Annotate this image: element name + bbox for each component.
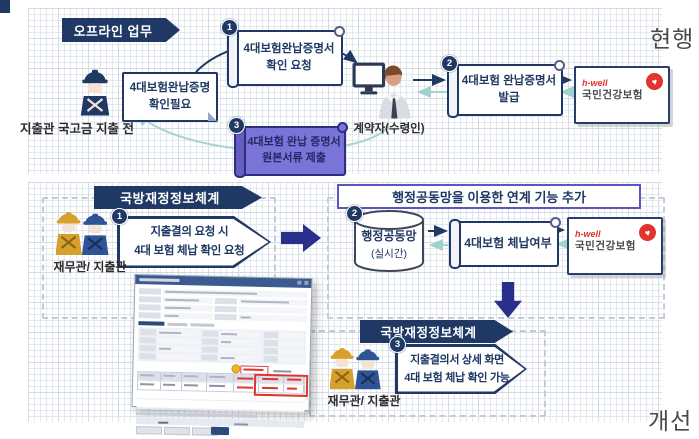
hwell-brand: h-well	[575, 229, 601, 239]
worker-icon-spender	[80, 68, 110, 118]
step3-line1: 4대보험 완납 증명서	[247, 136, 341, 149]
scroll-knob	[554, 60, 565, 71]
note-line2: 확인필요	[148, 99, 192, 111]
mid-step1-pentagon: 지출결의 요청 시 4대 보험 체납 확인 요청	[117, 216, 271, 268]
mid-step1-line2: 4대 보험 체납 확인 요청	[134, 245, 245, 257]
banner-defense-finance-2: 국방재정정보체계	[360, 320, 513, 343]
step1-line1: 4대보험완납증명서	[243, 43, 335, 56]
step2-line2: 발급	[498, 92, 520, 104]
nhis-logo-box-middle: h-well 국민건강보험 ♥	[567, 217, 663, 275]
arrears-check-scroll-box: 4대보험 체납여부	[449, 217, 561, 269]
caption-spender: 지출관 국고금 지출 전	[20, 122, 134, 136]
step1-badge: 1	[221, 19, 238, 36]
window-table	[136, 371, 309, 397]
db-sub: (실시간)	[371, 248, 407, 260]
mid-step1-line1: 지출결의 요청 시	[150, 226, 229, 239]
gov-network-title: 행정공동망을 이용한 연계 기능 추가	[392, 190, 586, 205]
bottom-step3-line1: 지출결의서 상세 화면	[410, 353, 504, 366]
stage-improved-label: 개선	[648, 408, 693, 434]
mid-step2-badge: 2	[346, 205, 363, 222]
banner-defense-finance-1: 국방재정정보체계	[94, 186, 262, 209]
bottom-step3-badge: 3	[389, 336, 406, 353]
window-form-section	[137, 327, 307, 365]
gov-network-title-box: 행정공동망을 이용한 연계 기능 추가	[337, 184, 641, 209]
step2-badge: 2	[441, 55, 458, 72]
scroll-roll	[449, 219, 461, 269]
minimize-icon	[297, 280, 302, 285]
pentagon-fill	[119, 218, 269, 266]
contractor-computer-icon	[350, 58, 414, 120]
caption-contractor: 계약자(수령인)	[353, 123, 425, 135]
hwell-name: 국민건강보험	[575, 239, 636, 252]
small-button	[163, 426, 191, 436]
bottom-step3-line2: 4대 보험 체납 확인 가능	[404, 372, 510, 384]
step1-line2: 확인 요청	[266, 60, 312, 72]
scroll-knob	[550, 217, 561, 228]
window-title-placeholder	[139, 278, 180, 283]
highlight-box	[253, 373, 309, 397]
nhis-logo-box-top: h-well 국민건강보험 ♥	[574, 66, 670, 124]
mid-step1-badge: 1	[111, 208, 128, 225]
banner-offline-label: 오프라인 업무	[73, 23, 153, 39]
step2-scroll-box: 4대보험 완납증명서 발급	[447, 60, 565, 118]
officer-pair-icon-1	[55, 210, 112, 258]
banner-offline-work: 오프라인 업무	[62, 18, 180, 42]
scroll-knob	[334, 26, 345, 37]
step1-scroll-box: 4대보험완납증명서 확인 요청	[227, 26, 345, 88]
step3-scroll-box: 4대보험 완납 증명서 원본서류 제출	[234, 122, 348, 178]
pentagon-fill	[397, 346, 525, 392]
stage-current-label: 현행	[650, 26, 695, 52]
window-body	[132, 284, 311, 439]
step3-line2: 원본서류 제출	[262, 152, 326, 164]
banner-defense-label-1: 국방재정정보체계	[120, 191, 220, 206]
slide-corner-mark	[0, 0, 10, 13]
close-icon	[304, 280, 309, 285]
step2-line1: 4대보험 완납증명서	[461, 75, 557, 88]
step3-badge: 3	[228, 117, 245, 134]
folded-corner	[208, 112, 217, 121]
caption-officers-2: 재무관/ 지출관	[327, 394, 401, 408]
annotation-dot	[231, 364, 241, 374]
confirm-button	[210, 426, 230, 436]
gov-network-db-cylinder: 행정공동망 (실시간)	[351, 209, 427, 273]
arrears-check-label: 4대보험 체납여부	[464, 236, 552, 251]
scroll-roll	[227, 28, 239, 88]
hwell-name: 국민건강보험	[582, 88, 643, 101]
embedded-screenshot-window	[131, 273, 313, 436]
bottom-step3-pentagon: 지출결의서 상세 화면 4대 보험 체납 확인 가능	[395, 344, 527, 394]
hwell-brand: h-well	[582, 78, 608, 88]
officer-pair-icon-2	[329, 346, 384, 392]
note-box-confirmation-needed: 4대보험완납증명 확인필요	[122, 72, 218, 122]
db-name: 행정공동망	[361, 229, 417, 243]
note-line1: 4대보험완납증명	[129, 81, 211, 94]
caption-officers-1: 재무관/ 지출관	[53, 260, 127, 274]
small-button	[135, 426, 163, 435]
banner-defense-label-2: 국방재정정보체계	[380, 326, 477, 340]
